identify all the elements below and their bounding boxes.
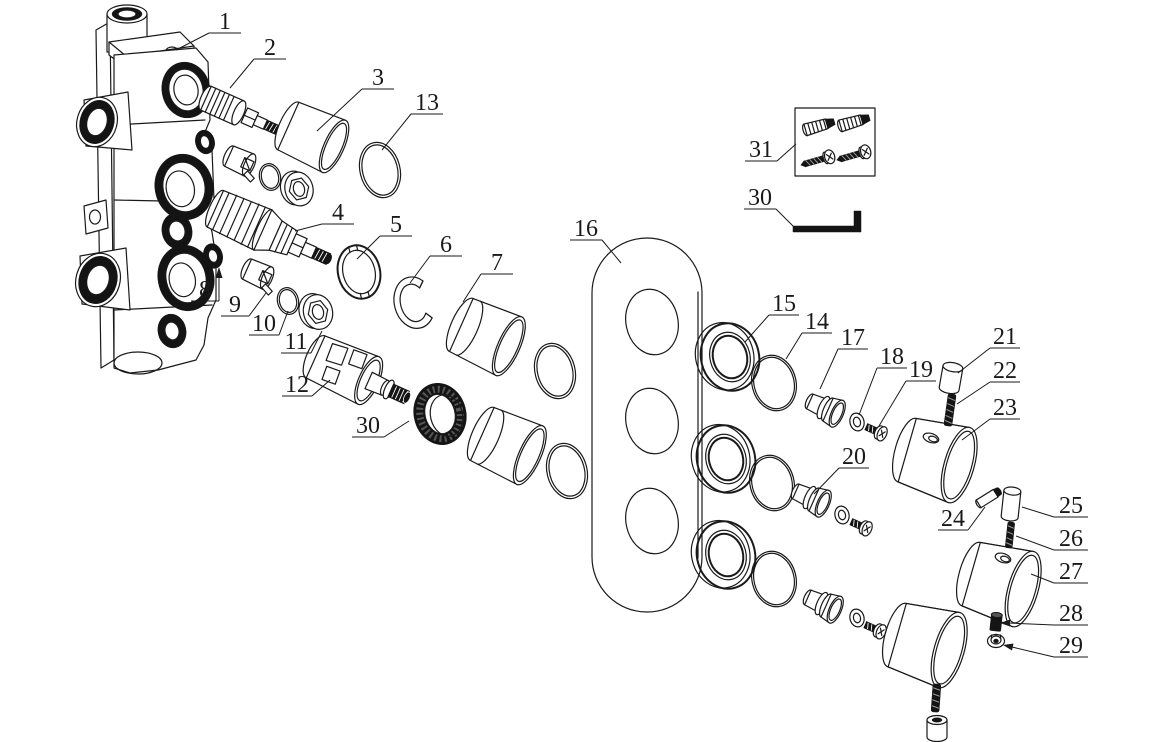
- hex-key: [792, 210, 862, 233]
- shutoff-cartridge: [198, 85, 281, 135]
- knob-bottom-stud: [930, 683, 942, 713]
- label-lock-ring: 5: [390, 212, 402, 238]
- label-fixing-screw: 19: [909, 357, 933, 383]
- label-grub-pin: 24: [941, 506, 965, 532]
- sleeve-o-ring-middle: [545, 442, 589, 500]
- label-threaded-stud-middle: 26: [1059, 526, 1083, 552]
- small-black-o-ring: [203, 243, 223, 269]
- knurled-lock-ring: [413, 383, 467, 445]
- hex-plug: [298, 293, 334, 330]
- label-cap-nut: 29: [1059, 633, 1083, 659]
- fixing-screw-bottom: [863, 621, 887, 640]
- label-control-knob-top: 23: [993, 395, 1017, 421]
- stem-adapter-middle: [790, 483, 832, 518]
- large-o-ring: [358, 141, 402, 199]
- control-knob-middle: [955, 541, 1042, 628]
- cap-nut: [986, 633, 1006, 649]
- small-black-o-ring-top: [195, 129, 215, 155]
- threaded-stud-middle: [1005, 521, 1015, 549]
- trim-ring-bottom: [690, 519, 757, 590]
- label-handle-insert-middle: 25: [1059, 493, 1083, 519]
- label-shutoff-cartridge: 2: [264, 35, 276, 61]
- valve-body: [74, 4, 217, 375]
- label-control-knob-middle: 27: [1059, 559, 1083, 585]
- label-check-valve: 9: [229, 292, 241, 318]
- label-hex-key: 30: [748, 185, 772, 211]
- face-plate: [591, 237, 703, 613]
- label-retaining-clip: 6: [440, 232, 452, 258]
- grub-pin: [975, 487, 1002, 509]
- fixing-screw-top: [864, 423, 888, 442]
- washer-top: [849, 412, 865, 432]
- check-valve: [240, 258, 275, 296]
- washer-middle: [834, 505, 850, 525]
- gasket-ring-bottom: [751, 550, 797, 608]
- knob-top-set-hole: [922, 432, 940, 444]
- label-thermostatic-cartridge: 4: [332, 200, 344, 226]
- label-spacer-sleeve: 28: [1059, 601, 1083, 627]
- cover-sleeve: [445, 297, 526, 377]
- label-stem-adapter-top: 17: [841, 325, 865, 351]
- small-o-ring: [276, 287, 300, 315]
- label-threaded-stud: 22: [993, 358, 1017, 384]
- retaining-clip: [393, 276, 433, 329]
- stem-adapter-top: [804, 393, 846, 428]
- label-trim-ring: 15: [772, 291, 796, 317]
- hex-plug-top: [279, 170, 314, 207]
- label-stem-adapter-middle: 20: [842, 444, 866, 470]
- gasket-ring-middle: [749, 454, 795, 512]
- trim-ring-middle: [690, 423, 757, 494]
- handle-insert: [938, 361, 964, 395]
- fixing-kit: [794, 107, 876, 177]
- diverter-cartridge: [302, 334, 412, 406]
- label-gasket-ring: 14: [805, 309, 829, 335]
- handle-insert-middle: [1000, 486, 1022, 522]
- trim-ring-top: [694, 321, 761, 392]
- label-handle-insert: 21: [993, 324, 1017, 350]
- label-cover-sleeve: 7: [491, 250, 503, 276]
- thermostatic-cartridge: [204, 189, 332, 266]
- label-small-o-ring: 10: [252, 311, 276, 337]
- sleeve-o-ring-top: [533, 342, 577, 400]
- label-cartridge-cap: 3: [372, 65, 384, 91]
- gasket-ring-top: [751, 354, 797, 412]
- knob-middle-set-hole: [994, 552, 1012, 564]
- check-valve-top: [222, 145, 257, 183]
- label-washer: 18: [880, 344, 904, 370]
- small-o-ring-top: [258, 163, 282, 191]
- fixing-screw-middle: [849, 518, 873, 537]
- label-valve-body: 1: [219, 9, 231, 35]
- threaded-stud: [943, 393, 957, 427]
- stem-adapter-bottom: [802, 589, 844, 624]
- label-hex-plug: 11: [284, 329, 307, 355]
- label-knurled-lock-ring: 30: [356, 413, 380, 439]
- label-large-o-ring: 13: [415, 90, 439, 116]
- label-fixing-kit: 31: [749, 137, 773, 163]
- control-knob-top: [891, 417, 978, 504]
- label-small-black-o-ring: 8: [199, 277, 211, 303]
- washer-bottom: [849, 608, 865, 628]
- spacer-sleeve: [989, 611, 1003, 632]
- callout-labels: 1 2 3 13 4 5 6 7 8 9 10 11 12 30 16 15 1…: [199, 9, 1083, 659]
- lock-ring: [336, 244, 382, 300]
- knob-bottom-insert: [926, 714, 948, 742]
- leader-lines: [175, 32, 1088, 658]
- label-face-plate: 16: [574, 216, 598, 242]
- cover-sleeve-middle: [466, 406, 547, 486]
- control-knob-bottom: [881, 602, 968, 689]
- label-diverter-cartridge: 12: [285, 372, 309, 398]
